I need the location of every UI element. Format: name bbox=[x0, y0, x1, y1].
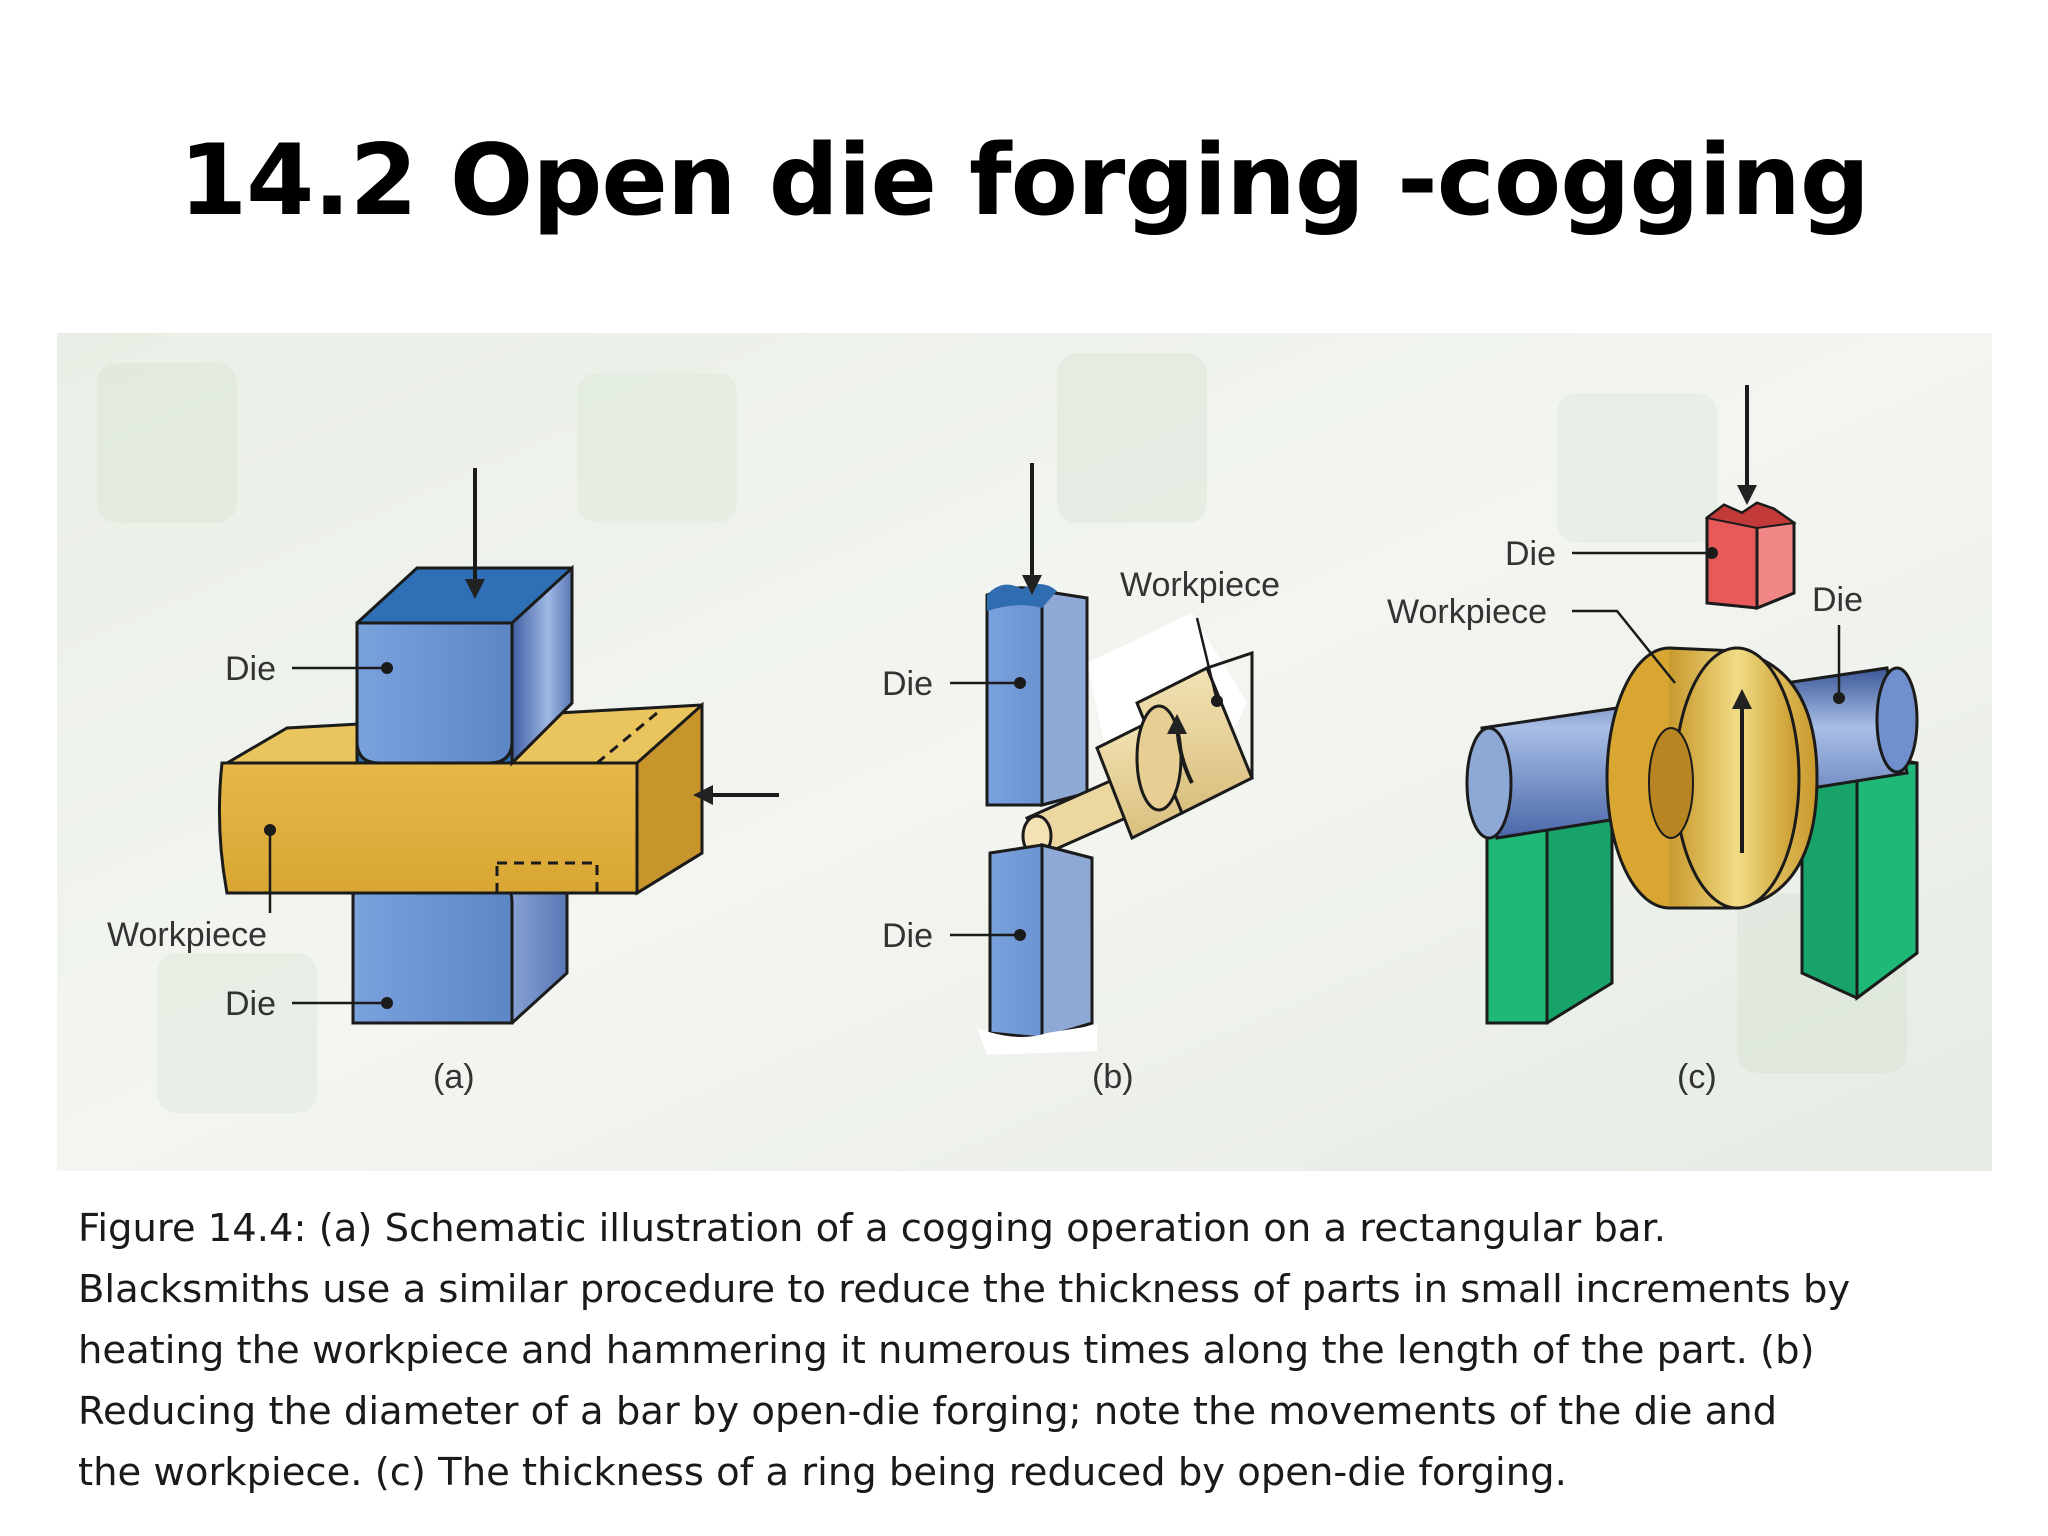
panel-a-top-die bbox=[355, 564, 574, 1009]
panel-a-caption-label: (a) bbox=[433, 1058, 475, 1096]
panel-a-workpiece-bar bbox=[217, 701, 704, 896]
panel-b-illustration bbox=[950, 463, 1254, 1055]
slide-title: 14.2 Open die forging -cogging bbox=[178, 124, 1870, 238]
panel-c-die-top-label: Die bbox=[1505, 535, 1556, 573]
panel-b-workpiece-label: Workpiece bbox=[1120, 566, 1280, 604]
panel-c-die-right-label: Die bbox=[1812, 581, 1863, 619]
caption-line: Reducing the diameter of a bar by open-d… bbox=[78, 1389, 1778, 1434]
panel-c-top-die bbox=[1704, 501, 1797, 611]
caption-line: heating the workpiece and hammering it n… bbox=[78, 1328, 1815, 1373]
panel-c-illustration bbox=[1465, 385, 1919, 1025]
panel-a-die-bottom-label: Die bbox=[225, 985, 276, 1023]
panel-c-right-support bbox=[1800, 751, 1919, 1001]
panel-c-caption-label: (c) bbox=[1677, 1058, 1717, 1096]
background-texture bbox=[97, 353, 1907, 1113]
panel-a-illustration bbox=[217, 468, 779, 1025]
panel-a-die-top-label: Die bbox=[225, 650, 276, 688]
panel-b-workpiece-rod bbox=[1021, 650, 1254, 858]
caption-line: the workpiece. (c) The thickness of a ri… bbox=[78, 1450, 1567, 1495]
caption-line: Blacksmiths use a similar procedure to r… bbox=[78, 1267, 1851, 1312]
panel-b-bottom-die bbox=[977, 843, 1097, 1055]
panel-b-die-top-label: Die bbox=[882, 665, 933, 703]
panel-a-workpiece-label: Workpiece bbox=[107, 916, 267, 954]
panel-c-ring-workpiece bbox=[1605, 646, 1819, 910]
panel-b-top-die bbox=[985, 583, 1089, 807]
panel-c-workpiece-label: Workpiece bbox=[1387, 593, 1547, 631]
panel-b-die-bottom-label: Die bbox=[882, 917, 933, 955]
caption-line: Figure 14.4: (a) Schematic illustration … bbox=[78, 1206, 1666, 1251]
forging-figure: Die Workpiece Die (a) bbox=[57, 333, 1992, 1171]
panel-b-caption-label: (b) bbox=[1092, 1058, 1134, 1096]
panel-b-rotation-arrow-icon bbox=[1167, 714, 1194, 784]
figure-caption: Figure 14.4: (a) Schematic illustration … bbox=[78, 1198, 1998, 1503]
